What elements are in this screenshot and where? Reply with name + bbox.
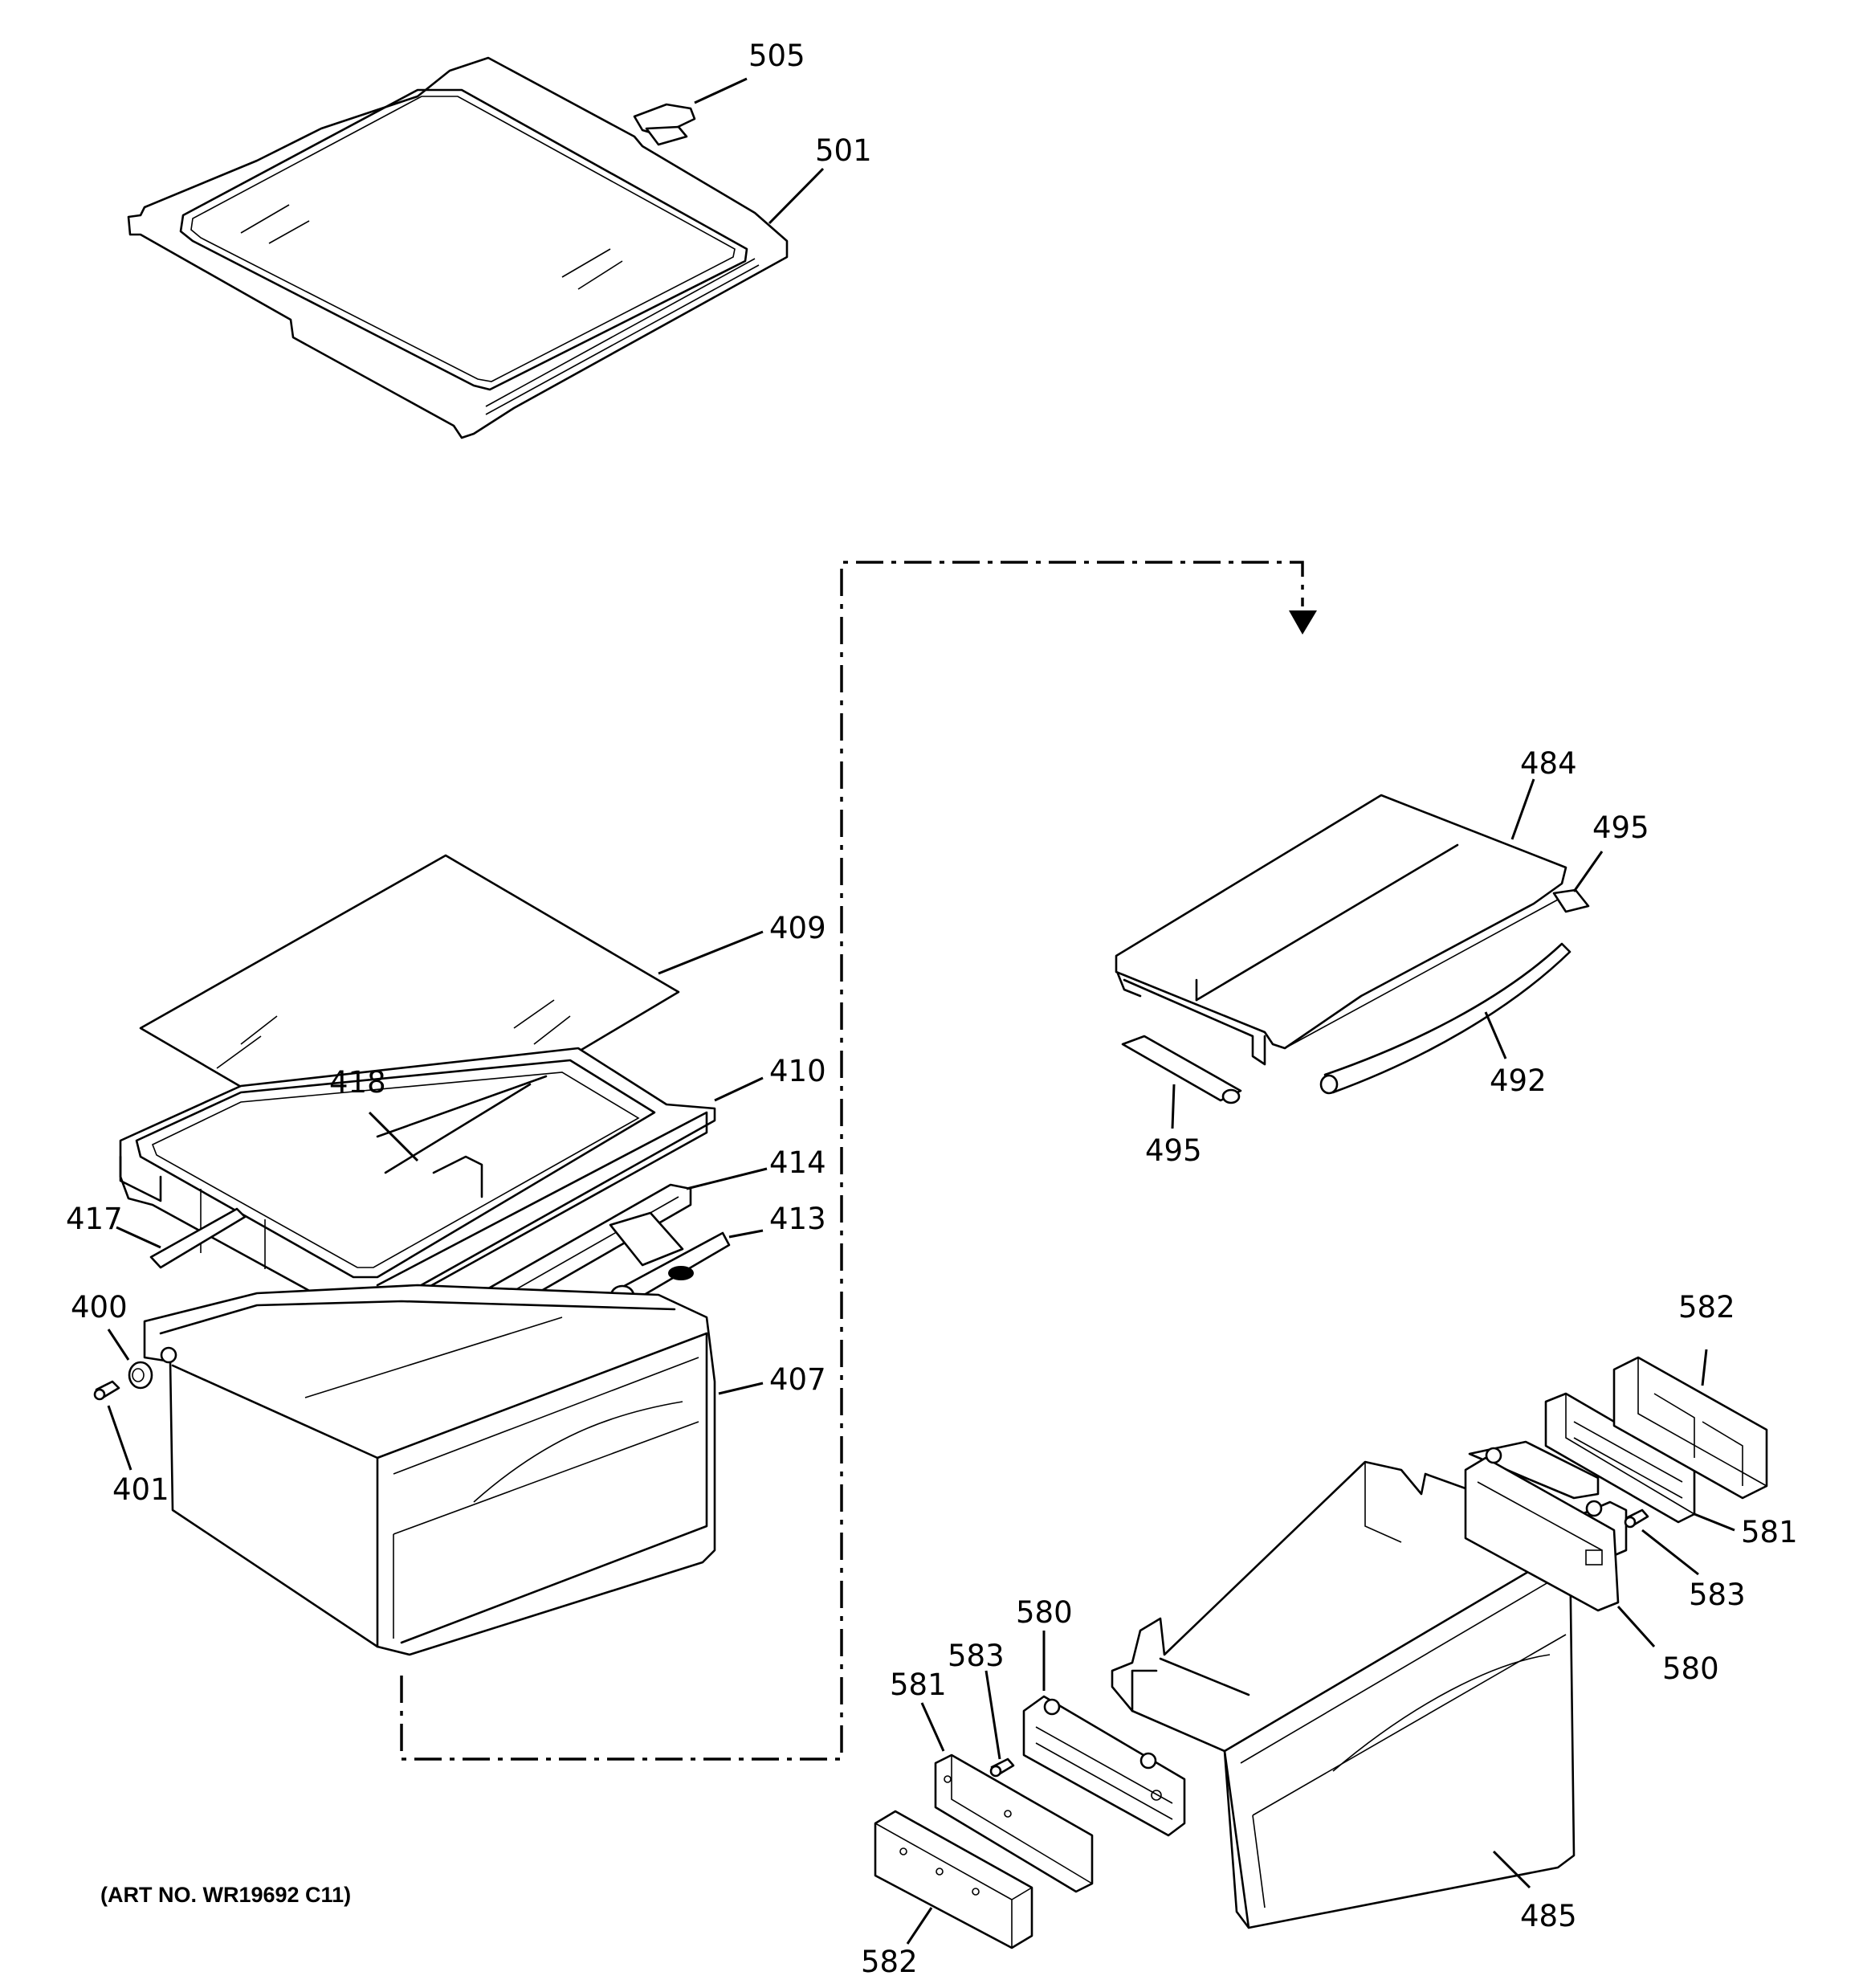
bracket-580-left bbox=[1022, 1695, 1186, 1837]
leader-492 bbox=[1484, 1011, 1507, 1059]
leader-583-right bbox=[1641, 1529, 1699, 1576]
callout-407: 407 bbox=[769, 1362, 826, 1397]
callout-581-left: 581 bbox=[890, 1668, 947, 1702]
callout-583-right: 583 bbox=[1689, 1578, 1746, 1612]
leader-409 bbox=[658, 930, 764, 975]
leader-505 bbox=[694, 77, 748, 104]
leader-581-left bbox=[920, 1702, 945, 1752]
leader-583-left bbox=[984, 1670, 1001, 1760]
callout-485: 485 bbox=[1520, 1899, 1577, 1933]
leader-580-right bbox=[1616, 1605, 1656, 1648]
handle-413 bbox=[609, 1211, 731, 1307]
callout-580-left: 580 bbox=[1016, 1595, 1073, 1630]
callout-400: 400 bbox=[71, 1290, 128, 1325]
leader-400 bbox=[107, 1329, 130, 1361]
screw-583-right bbox=[1624, 1508, 1649, 1529]
callout-414: 414 bbox=[769, 1145, 826, 1180]
leader-401 bbox=[107, 1405, 132, 1471]
screw-401 bbox=[93, 1380, 120, 1401]
art-number-label: (ART NO. WR19692 C11) bbox=[100, 1883, 351, 1907]
callout-495-right: 495 bbox=[1592, 810, 1649, 845]
leader-495-left bbox=[1171, 1084, 1176, 1129]
leader-414 bbox=[686, 1167, 768, 1190]
callout-417: 417 bbox=[66, 1202, 123, 1236]
leader-410 bbox=[714, 1076, 764, 1102]
callout-583-left: 583 bbox=[948, 1639, 1005, 1673]
callout-418: 418 bbox=[329, 1065, 386, 1100]
leader-413 bbox=[728, 1229, 764, 1239]
leader-407 bbox=[718, 1382, 764, 1395]
cover-582-left bbox=[874, 1810, 1033, 1949]
leader-582-left bbox=[906, 1907, 933, 1945]
callout-501: 501 bbox=[815, 133, 872, 168]
cover-484 bbox=[1115, 794, 1567, 1066]
leader-485 bbox=[1492, 1850, 1531, 1889]
screw-583-left bbox=[989, 1757, 1015, 1778]
callout-580-right: 580 bbox=[1662, 1651, 1719, 1686]
leader-581-right bbox=[1694, 1512, 1735, 1532]
leader-417 bbox=[116, 1226, 161, 1249]
callout-505: 505 bbox=[748, 39, 805, 73]
rail-581-right bbox=[1544, 1392, 1696, 1524]
callout-401: 401 bbox=[112, 1472, 169, 1507]
callout-495-left: 495 bbox=[1145, 1133, 1202, 1168]
drawer-407 bbox=[143, 1284, 716, 1656]
callout-484: 484 bbox=[1520, 746, 1577, 781]
gasket-492 bbox=[1319, 942, 1572, 1095]
callout-413: 413 bbox=[769, 1202, 826, 1236]
callout-581-right: 581 bbox=[1741, 1515, 1798, 1549]
leader-582-right bbox=[1701, 1349, 1708, 1386]
rail-581-left bbox=[934, 1753, 1094, 1893]
callout-582-right: 582 bbox=[1678, 1290, 1735, 1325]
cover-582-right bbox=[1612, 1356, 1768, 1500]
frame-410 bbox=[119, 1047, 716, 1319]
leader-418 bbox=[368, 1111, 419, 1162]
roller-400 bbox=[128, 1361, 153, 1390]
seal-495-right bbox=[1552, 888, 1590, 913]
slide-417 bbox=[149, 1207, 247, 1269]
leader-501 bbox=[768, 167, 825, 225]
assembly-path-line bbox=[400, 561, 1317, 1761]
callout-409: 409 bbox=[769, 911, 826, 945]
bracket-580-right bbox=[1464, 1447, 1620, 1612]
leader-484 bbox=[1510, 778, 1535, 840]
callout-582-left: 582 bbox=[861, 1945, 918, 1979]
leader-495-right bbox=[1572, 851, 1604, 892]
shelf-501 bbox=[127, 56, 789, 439]
seal-495-left bbox=[1121, 1035, 1242, 1104]
callout-410: 410 bbox=[769, 1054, 826, 1088]
callout-492: 492 bbox=[1490, 1063, 1547, 1098]
